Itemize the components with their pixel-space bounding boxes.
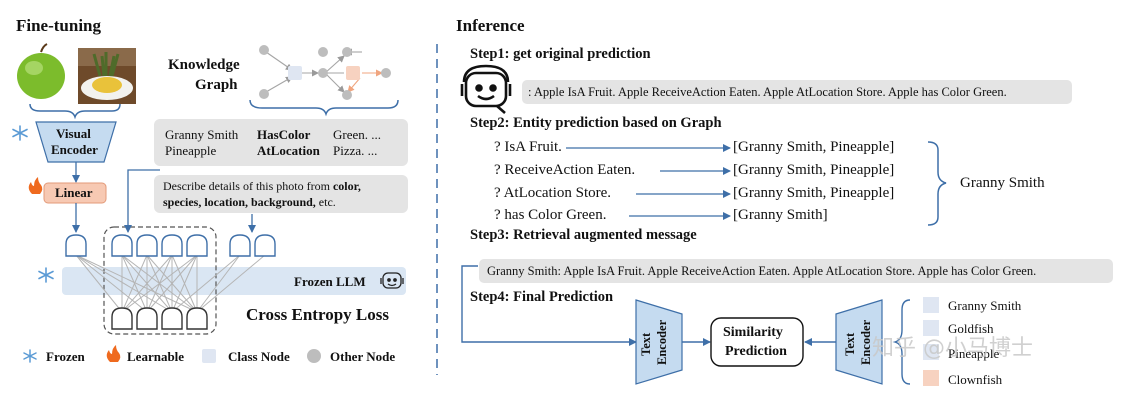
class-node-swatch: [923, 344, 939, 360]
query-text: ? AtLocation Store.: [494, 185, 612, 201]
apple-image: [14, 43, 70, 100]
step3-label: Step3: Retrieval augmented message: [470, 227, 697, 243]
step1-output: : Apple IsA Fruit. Apple ReceiveAction E…: [528, 85, 1007, 99]
kg-entity: Pineapple: [165, 143, 217, 158]
snowflake-icon: [12, 125, 28, 141]
class-node-swatch: [923, 370, 939, 386]
snowflake-icon: [23, 349, 37, 363]
input-tokens: [65, 234, 276, 257]
robot-icon: [380, 272, 404, 289]
loss-label: Cross Entropy Loss: [246, 305, 389, 324]
watermark: 知乎 @小马博士: [872, 336, 1033, 361]
flame-icon: [106, 345, 121, 362]
step1-label: Step1: get original prediction: [470, 46, 651, 62]
output-tokens: [111, 307, 208, 330]
query-result: [Granny Smith, Pineapple]: [733, 139, 895, 155]
legend-learnable: Learnable: [127, 349, 185, 364]
prompt-text: Describe details of this photo from colo…: [163, 179, 361, 193]
class-brace: [892, 299, 911, 385]
query-text: ? ReceiveAction Eaten.: [494, 162, 636, 178]
text-encoder-left-shape: [635, 299, 683, 385]
class-label: Goldfish: [948, 321, 994, 336]
frozen-llm-label: Frozen LLM: [294, 274, 366, 289]
legend-other-node: Other Node: [330, 349, 396, 364]
step4-label: Step4: Final Prediction: [470, 289, 614, 305]
class-label: Granny Smith: [948, 298, 1022, 313]
visual-encoder-label: Encoder: [51, 142, 98, 157]
prompt-box: [154, 175, 408, 213]
text-encoder-label: Encoder: [859, 319, 873, 365]
step2-label: Step2: Entity prediction based on Graph: [470, 115, 722, 131]
linear-label: Linear: [55, 185, 93, 200]
kg-brace: [249, 99, 399, 117]
query-text: ? has Color Green.: [494, 207, 607, 223]
kg-entity: Granny Smith: [165, 127, 239, 142]
class-node-swatch: [202, 349, 216, 363]
class-node-swatch: [923, 320, 939, 336]
query-result: [Granny Smith, Pineapple]: [733, 185, 895, 201]
similarity-label: Prediction: [725, 344, 787, 359]
step3-message-box: [479, 259, 1113, 283]
text-encoder-right-shape: [835, 299, 883, 385]
kg-relation: AtLocation: [257, 143, 320, 158]
similarity-label: Similarity: [723, 325, 783, 340]
query-result: [Granny Smith, Pineapple]: [733, 162, 895, 178]
class-node-swatch: [923, 297, 939, 313]
visual-encoder-shape: [35, 121, 117, 163]
query-text: ? IsA Fruit.: [494, 139, 562, 155]
token-group-dashed-box: [103, 226, 217, 335]
knowledge-graph-label: Graph: [195, 77, 238, 93]
result-brace: [927, 141, 947, 226]
query-arrows: [566, 144, 731, 220]
kg-triple-box: [154, 119, 408, 166]
fine-tuning-title: Fine-tuning: [16, 16, 102, 35]
class-label: Pineapple: [948, 346, 1000, 361]
step1-output-box: [522, 80, 1072, 104]
attention-lines: [75, 254, 266, 313]
knowledge-graph: [259, 45, 391, 100]
similarity-box: [710, 317, 804, 367]
kg-to-token-arrow: [124, 169, 160, 233]
text-encoder-label: Text: [639, 332, 653, 356]
inference-title: Inference: [456, 16, 525, 35]
other-node-swatch: [307, 349, 321, 363]
query-result: [Granny Smith]: [733, 207, 828, 223]
prompt-text: species, location, background, etc.: [163, 195, 336, 209]
kg-value: Pizza. ...: [333, 143, 378, 158]
flame-icon: [28, 177, 43, 194]
class-label: Clownfish: [948, 372, 1003, 387]
entity-result: Granny Smith: [960, 175, 1045, 191]
visual-encoder-label: Visual: [56, 126, 91, 141]
image-brace: [29, 103, 121, 120]
pineapple-image: [78, 48, 136, 104]
robot-icon: [460, 64, 512, 114]
text-encoder-label: Encoder: [655, 319, 669, 365]
kg-relation: HasColor: [257, 127, 311, 142]
legend-class-node: Class Node: [228, 349, 290, 364]
message-to-encoder-arrow: [461, 265, 637, 346]
knowledge-graph-label: Knowledge: [168, 57, 240, 73]
text-encoder-label: Text: [843, 332, 857, 356]
linear-shape: [43, 182, 107, 204]
kg-value: Green. ...: [333, 127, 382, 142]
snowflake-icon: [38, 267, 54, 283]
legend-frozen: Frozen: [46, 349, 85, 364]
step3-message: Granny Smith: Apple IsA Fruit. Apple Rec…: [487, 264, 1037, 278]
